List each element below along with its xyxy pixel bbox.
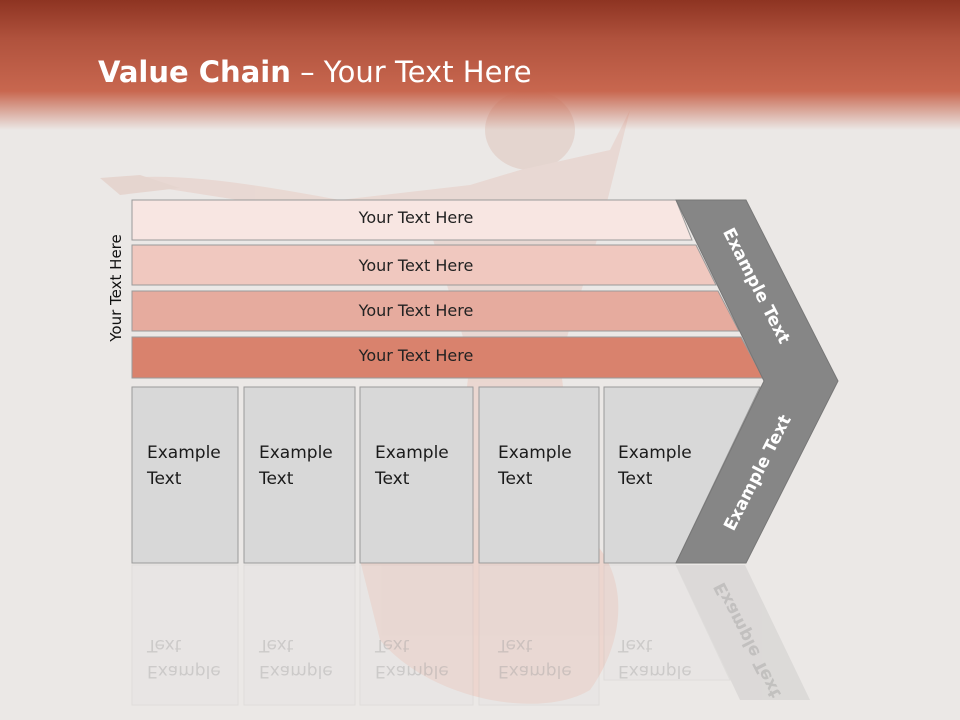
box-label-4-line2: Text [498, 469, 533, 489]
box-reflection-label-4: Example Text [498, 632, 593, 684]
row-bar-3 [131, 290, 740, 332]
box-reflection-4-line1: Example [498, 661, 572, 681]
box-reflection-label-2: Example Text [259, 632, 354, 684]
row-label-3: Your Text Here [358, 301, 474, 320]
box-reflection-2-line2: Text [259, 635, 294, 655]
box-label-3-line1: Example [375, 443, 449, 463]
box-label-1-line2: Text [147, 469, 182, 489]
page-title: Value Chain – Your Text Here [98, 55, 532, 89]
box-reflection-4-line2: Text [498, 635, 533, 655]
box-label-5-line1: Example [618, 443, 692, 463]
box-reflection-1-line2: Text [147, 635, 182, 655]
box-reflection-label-1: Example Text [147, 632, 242, 684]
row-bar-2 [131, 244, 717, 286]
margin-chevron [675, 199, 839, 564]
activity-box-2 [243, 386, 356, 564]
header-band [0, 0, 960, 130]
box-label-2-line1: Example [259, 443, 333, 463]
box-label-3-line2: Text [375, 469, 410, 489]
box-reflection-label-3: Example Text [375, 632, 470, 684]
title-rest: – Your Text Here [290, 55, 532, 89]
box-label-1-line1: Example [147, 443, 221, 463]
activity-box-1 [131, 386, 239, 564]
box-label-2-line2: Text [259, 469, 294, 489]
activity-box-3 [359, 386, 474, 564]
row-label-4: Your Text Here [358, 346, 474, 365]
box-reflection-1-line1: Example [147, 661, 221, 681]
row-label-2: Your Text Here [358, 256, 474, 275]
title-bold: Value Chain [98, 55, 291, 89]
box-reflection-3-line2: Text [375, 635, 410, 655]
box-reflection-3-line1: Example [375, 661, 449, 681]
box-label-4-line1: Example [498, 443, 572, 463]
box-reflection-label-5: Example Text [618, 632, 713, 684]
activity-box-4 [478, 386, 600, 564]
box-reflection-5-line1: Example [618, 661, 692, 681]
boxes-reflection [131, 564, 810, 706]
box-reflection-2-line1: Example [259, 661, 333, 681]
row-bar-1 [131, 199, 693, 241]
row-label-1: Your Text Here [358, 208, 474, 227]
box-label-5-line2: Text [618, 469, 653, 489]
box-reflection-5-line2: Text [618, 635, 653, 655]
